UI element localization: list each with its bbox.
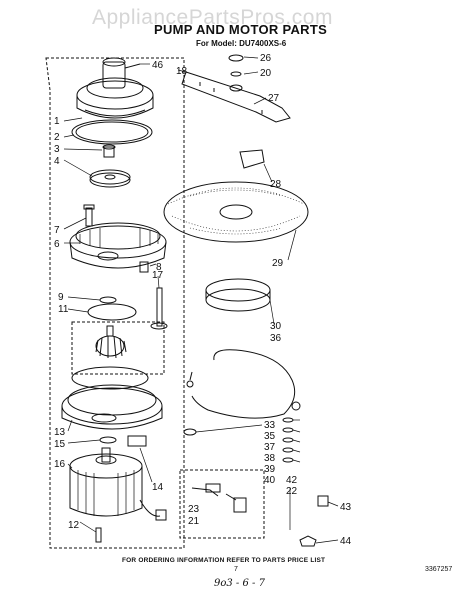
callout-35: 35 [264, 431, 276, 442]
callout-17: 17 [152, 270, 164, 281]
callout-13: 13 [54, 427, 66, 438]
seal-part [102, 144, 116, 158]
callout-16: 16 [54, 459, 66, 470]
callout-38: 38 [264, 453, 276, 464]
drain-impeller [95, 325, 127, 359]
bracket-43 [317, 495, 329, 507]
washer-15 [99, 436, 117, 444]
seal-ring [205, 278, 271, 312]
callout-42: 42 [286, 475, 298, 486]
callout-37: 37 [264, 442, 276, 453]
bracket-28 [239, 149, 265, 169]
callout-9: 9 [58, 292, 64, 303]
callout-36: 36 [270, 333, 282, 344]
callout-20: 20 [260, 68, 272, 79]
callout-14: 14 [152, 482, 164, 493]
gasket-ring [71, 119, 153, 145]
page-number: 7 [234, 566, 238, 573]
leader-lines [63, 56, 339, 544]
callout-40: 40 [264, 475, 276, 486]
callout-44: 44 [340, 536, 352, 547]
seal-plate [99, 296, 117, 304]
callout-43: 43 [340, 502, 352, 513]
pump-body [69, 222, 167, 269]
callout-2: 2 [54, 132, 60, 143]
callout-8: 8 [156, 262, 162, 273]
impeller [89, 169, 131, 188]
callout-26: 26 [260, 53, 272, 64]
ordering-note: FOR ORDERING INFORMATION REFER TO PARTS … [122, 557, 326, 564]
document-number: 3367257 [425, 566, 453, 573]
pump-housing-top [76, 57, 154, 119]
callout-46: 46 [152, 60, 164, 71]
fastener-stack [183, 417, 294, 463]
watermark: AppliancePartsPros.com [92, 6, 333, 29]
callout-21: 21 [188, 516, 200, 527]
callout-23: 23 [188, 504, 200, 515]
callout-15: 15 [54, 439, 66, 450]
handwritten-note: 9o3 - 6 - 7 [214, 578, 265, 589]
callout-4: 4 [54, 156, 60, 167]
motor [69, 447, 167, 521]
callout-29: 29 [272, 258, 284, 269]
callout-27: 27 [268, 93, 280, 104]
model-line: For Model: DU7400XS-6 [196, 39, 287, 48]
screw-12 [95, 527, 102, 543]
drain-shaft [150, 287, 168, 330]
wire-harness [191, 483, 247, 513]
clamp-wire [191, 349, 296, 419]
callout-11: 11 [58, 304, 69, 315]
callout-18: 18 [176, 66, 188, 77]
callout-28: 28 [270, 179, 282, 190]
spray-arm [181, 54, 291, 123]
page-title: PUMP AND MOTOR PARTS [154, 22, 328, 37]
screw-7 [83, 204, 95, 227]
inner-parts-boundary [71, 321, 165, 375]
switch-subassembly-boundary [179, 469, 265, 539]
chopper-disk [87, 303, 137, 321]
callout-12: 12 [68, 520, 80, 531]
motor-assembly-boundary [45, 57, 185, 549]
nut-8 [139, 261, 149, 273]
callout-39: 39 [264, 464, 276, 475]
callout-3: 3 [54, 144, 60, 155]
switch-14 [127, 435, 147, 447]
callout-30: 30 [270, 321, 282, 332]
callout-6: 6 [54, 239, 60, 250]
mounting-plate [61, 366, 163, 430]
filter-screen [163, 181, 309, 243]
clip-44 [299, 535, 317, 547]
callout-33: 33 [264, 420, 276, 431]
callout-7: 7 [54, 225, 60, 236]
callout-1: 1 [54, 116, 60, 127]
callout-22: 22 [286, 486, 298, 497]
